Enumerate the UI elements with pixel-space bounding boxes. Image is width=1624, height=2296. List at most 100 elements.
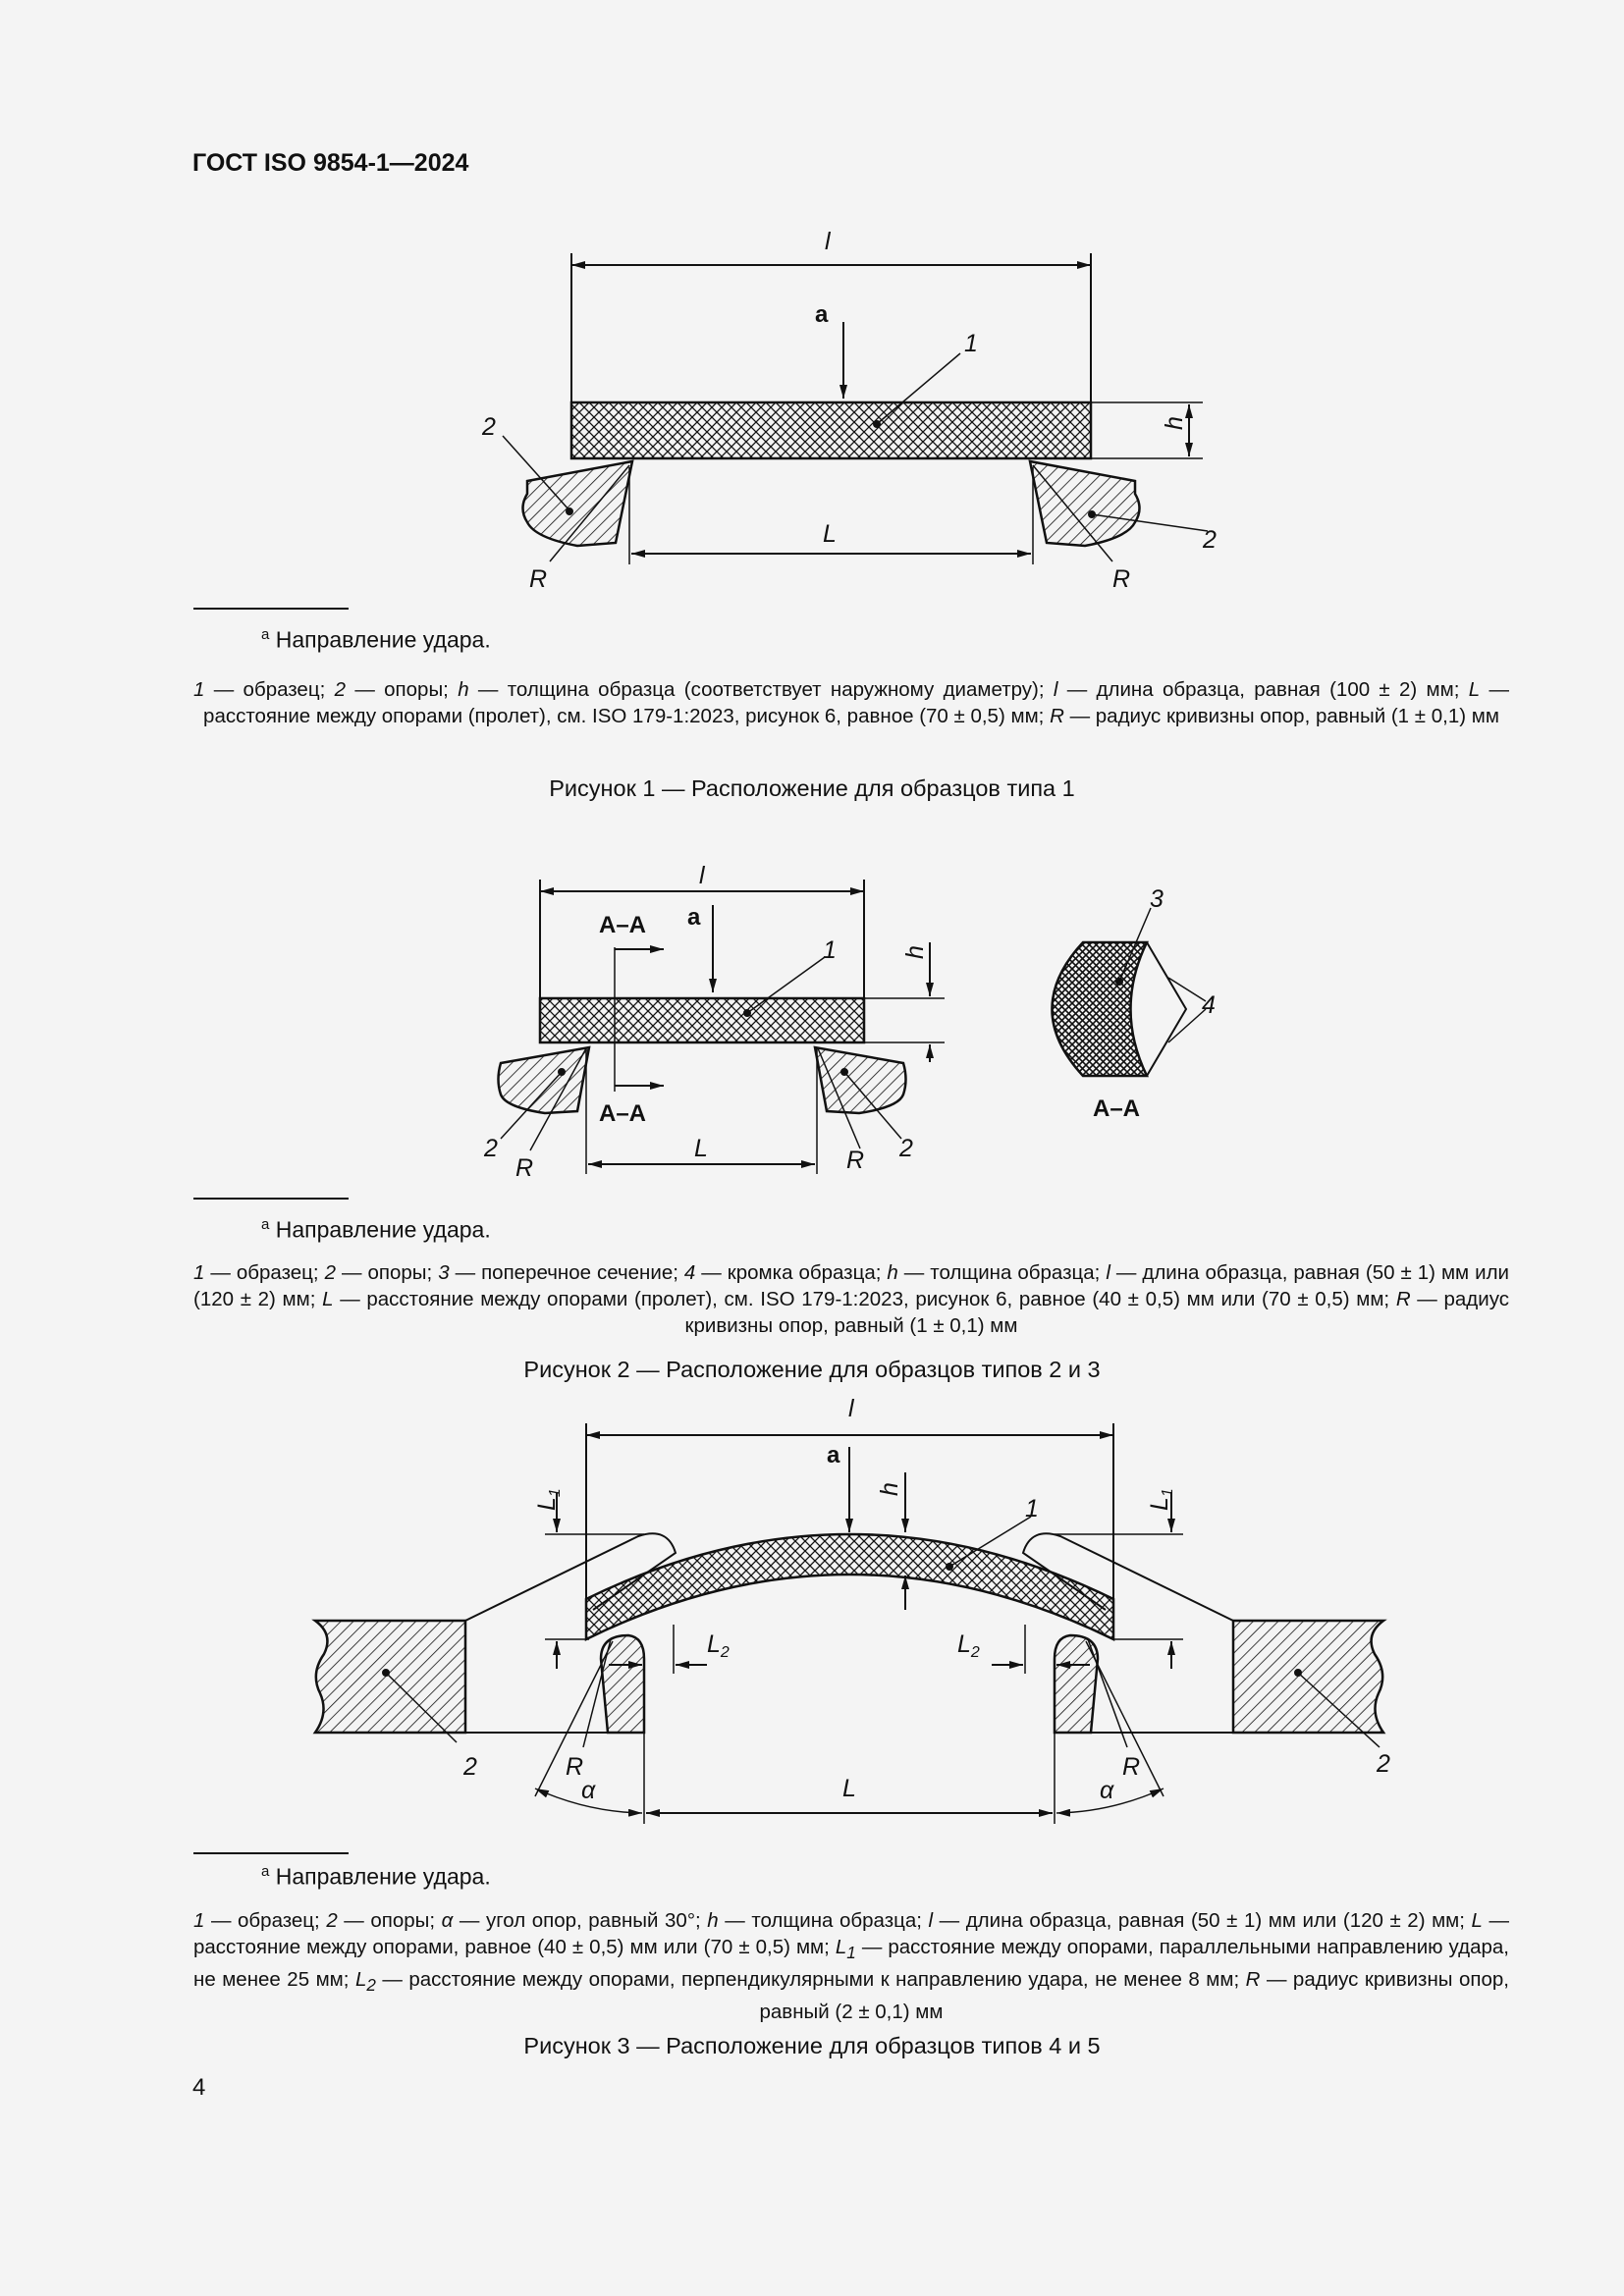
left-support <box>521 459 634 548</box>
footnote-mark: a <box>261 626 270 643</box>
label-2-left: 2 <box>481 413 496 441</box>
legend-description: — расстояние между опорами, перпендикуля… <box>375 1968 1246 1992</box>
legend-key: L1 <box>835 1936 856 1963</box>
label-L2-right: L2 <box>957 1630 980 1661</box>
legend-key: 2 <box>334 678 346 701</box>
left-support-post <box>599 1633 646 1735</box>
label-R-right: R <box>1122 1753 1140 1781</box>
legend-description: — образец; <box>204 678 335 701</box>
legend-description: — поперечное сечение; <box>449 1261 684 1284</box>
legend-item: L — расстояние между опорами, равное (40… <box>193 1909 1509 1958</box>
legend-key: l <box>1053 678 1058 701</box>
legend-item: L2 — расстояние между опорами, перпендик… <box>354 1968 1246 1996</box>
legend-item: 3 — поперечное сечение; <box>438 1261 684 1284</box>
legend-key: l <box>1106 1261 1110 1284</box>
label-alpha-right: α <box>1100 1777 1114 1804</box>
legend-item: l — длина образца, равная (100 ± 2) мм; <box>1054 678 1469 701</box>
figure-2-legend: 1 — образец; 2 — опоры; 3 — поперечное с… <box>193 1259 1509 1339</box>
legend-description: — образец; <box>204 1261 325 1284</box>
legend-key: 3 <box>438 1261 450 1284</box>
right-support-block <box>1231 1619 1387 1735</box>
label-h: h <box>1161 416 1188 430</box>
label-l: l <box>825 228 832 255</box>
legend-key: L2 <box>354 1968 376 1996</box>
legend-item: 1 — образец; <box>193 1261 325 1284</box>
legend-description: — расстояние между опорами, параллельным… <box>193 1936 1509 1992</box>
footnote-separator <box>193 1198 349 1200</box>
legend-key: l <box>928 1909 934 1932</box>
legend-description: — длина образца, равная (50 ± 1) мм или … <box>933 1909 1472 1932</box>
figure-2-drawing <box>497 880 1207 1174</box>
figure-2-caption: Рисунок 2 — Расположение для образцов ти… <box>523 1357 1101 1382</box>
legend-key: L <box>322 1288 334 1310</box>
legend-description: — угол опор, равный 30°; <box>453 1909 708 1932</box>
legend-description: — радиус кривизны опор, равный (1 ± 0,1)… <box>1063 705 1499 727</box>
left-support <box>497 1045 591 1115</box>
legend-key: α <box>441 1909 454 1932</box>
footnote-separator <box>193 1852 349 1854</box>
right-support-post <box>1053 1633 1100 1735</box>
legend-item: l — длина образца, равная (50 ± 1) мм ил… <box>193 1261 1509 1310</box>
legend-item: 4 — кромка образца; <box>684 1261 888 1284</box>
footnote-1: a Направление удара. <box>261 626 491 654</box>
label-1: 1 <box>1025 1495 1039 1522</box>
legend-description: — длина образца, равная (50 ± 1) мм или … <box>193 1261 1509 1310</box>
legend-item: L — расстояние между опорами (пролет), с… <box>203 678 1509 727</box>
label-section-top: A–A <box>599 912 646 938</box>
label-l: l <box>848 1395 855 1422</box>
legend-description: — радиус кривизны опор, равный (2 ± 0,1)… <box>759 1968 1510 2024</box>
legend-item: h — толщина образца; <box>887 1261 1106 1284</box>
label-3: 3 <box>1150 885 1164 913</box>
legend-key: h <box>707 1909 719 1932</box>
page-number: 4 <box>192 2074 206 2101</box>
footnote-3: a Направление удара. <box>261 1863 491 1891</box>
legend-key: 2 <box>324 1261 336 1284</box>
legend-key: h <box>458 678 469 701</box>
legend-description: — образец; <box>204 1909 327 1932</box>
label-R-right: R <box>1112 565 1130 593</box>
label-2-left: 2 <box>462 1753 477 1781</box>
figure-1-caption: Рисунок 1 — Расположение для образцов ти… <box>549 775 1075 801</box>
legend-description: — расстояние между опорами (пролет), см.… <box>203 678 1509 727</box>
legend-key: L <box>1471 1909 1483 1932</box>
label-R-left: R <box>566 1753 583 1781</box>
legend-key: R <box>1245 1968 1261 1992</box>
footnote-text: Направление удара. <box>275 1863 491 1890</box>
legend-description: — толщина образца; <box>897 1261 1107 1284</box>
legend-item: 2 — опоры; <box>326 1909 441 1932</box>
figure-1-labels: l a 1 h L 2 2 R R <box>481 228 1217 593</box>
label-L: L <box>694 1135 708 1162</box>
legend-key: R <box>1395 1288 1411 1310</box>
legend-key: 4 <box>683 1261 696 1284</box>
legend-item: L — расстояние между опорами (пролет), с… <box>322 1288 1396 1310</box>
label-2-right: 2 <box>1202 526 1217 554</box>
label-R-right: R <box>846 1147 864 1174</box>
legend-item: α — угол опор, равный 30°; <box>442 1909 708 1932</box>
footnote-text: Направление удара. <box>275 626 491 653</box>
legend-description: — расстояние между опорами (пролет), см.… <box>333 1288 1396 1310</box>
legend-key: 2 <box>326 1909 338 1932</box>
figure-3-legend: 1 — образец; 2 — опоры; α — угол опор, р… <box>193 1907 1509 2025</box>
legend-description: — опоры; <box>336 1261 439 1284</box>
legend-key: L <box>1468 678 1481 701</box>
legend-key: 1 <box>193 1909 205 1932</box>
legend-description: — толщина образца; <box>718 1909 929 1932</box>
legend-item: h — толщина образца; <box>707 1909 928 1932</box>
label-4: 4 <box>1202 991 1216 1019</box>
label-l: l <box>699 862 706 889</box>
label-1: 1 <box>823 936 837 964</box>
legend-item: 1 — образец; <box>193 678 335 701</box>
legend-item: 1 — образец; <box>193 1909 326 1932</box>
legend-description: — радиус кривизны опор, равный (1 ± 0,1)… <box>684 1288 1509 1337</box>
legend-item: R — радиус кривизны опор, равный (1 ± 0,… <box>1050 705 1499 727</box>
figure-3-labels: l a h 1 L1 L1 L2 L2 L α α R R 2 2 <box>462 1395 1390 1804</box>
figure-1-legend: 1 — образец; 2 — опоры; h — толщина обра… <box>193 676 1509 729</box>
label-L1-left: L1 <box>533 1488 564 1511</box>
label-L: L <box>823 520 837 548</box>
legend-item: 2 — опоры; <box>335 678 459 701</box>
legend-key: R <box>1050 705 1064 727</box>
figure-1-drawing <box>502 253 1209 564</box>
specimen <box>569 400 1093 460</box>
label-2-left: 2 <box>483 1135 498 1162</box>
